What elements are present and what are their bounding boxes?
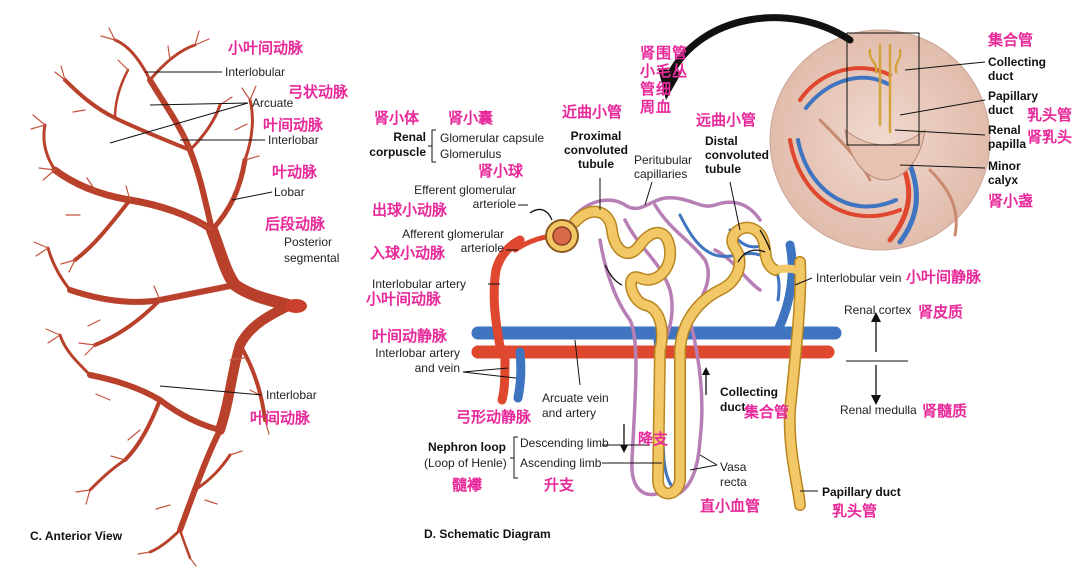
label-interlobular-artery: Interlobular artery xyxy=(372,277,466,291)
inset-zh-minor-calyx: 肾小盏 xyxy=(988,192,1033,210)
zh-renal-medulla: 肾髓质 xyxy=(922,402,967,420)
label-renal-medulla: Renal medulla xyxy=(840,403,917,417)
inset-circle xyxy=(769,29,991,251)
label-lobar: Lobar xyxy=(274,185,305,199)
zh-interlobar-bottom: 叶间动脉 xyxy=(250,409,311,427)
zh-arcuate: 弓状动脉 xyxy=(288,83,349,101)
zh-lobar: 叶动脉 xyxy=(272,163,318,181)
zh-papillary-duct: 乳头管 xyxy=(832,502,877,520)
label-glomerular-capsule: Glomerular capsule xyxy=(440,131,544,145)
interlobular-vein xyxy=(773,240,797,335)
zh-interlobar-top: 叶间动脉 xyxy=(263,116,324,134)
zh-interlobar-artery-vein: 叶间动静脉 xyxy=(372,327,448,345)
zh-interlobular-vein: 小叶间静脉 xyxy=(906,268,982,286)
interlobular-artery xyxy=(489,235,525,351)
label-descending-limb: Descending limb xyxy=(520,436,609,450)
zh-renal-cortex: 肾皮质 xyxy=(918,303,963,321)
flow-arrowheads xyxy=(620,312,881,453)
label-arcuate: Arcuate xyxy=(252,96,294,110)
panel-c-anterior-view: Interlobular Arcuate Interlobar Lobar Po… xyxy=(30,27,349,567)
inset-pointer-arrow xyxy=(666,14,854,79)
inset-collecting-ducts xyxy=(868,43,902,134)
inset-zh-collecting-duct: 集合管 xyxy=(987,31,1033,49)
label-glomerulus: Glomerulus xyxy=(440,147,501,161)
zh-interlobular: 小叶间动脉 xyxy=(228,39,304,57)
caption-panel-c: C. Anterior View xyxy=(30,529,123,543)
caption-panel-d: D. Schematic Diagram xyxy=(424,527,551,541)
zh-posterior-segmental: 后段动脉 xyxy=(265,215,326,233)
zh-descending-limb: 降支 xyxy=(638,430,669,448)
zh-renal-corpuscle: 肾小体 xyxy=(374,109,420,127)
inset-leader-lines xyxy=(894,61,986,169)
panel-c-leader-lines xyxy=(109,71,273,396)
label-renal-cortex: Renal cortex xyxy=(844,303,911,317)
label-ascending-limb: Ascending limb xyxy=(520,456,602,470)
zh-ascending-limb: 升支 xyxy=(544,476,575,494)
renal-artery-tree xyxy=(30,27,298,567)
zh-afferent-arteriole: 入球小动脉 xyxy=(370,244,446,262)
renal-artery-stump xyxy=(285,299,307,313)
zh-peritubular-capillaries: 肾小管周围毛细血管丛 xyxy=(640,44,687,116)
label-interlobar-top: Interlobar xyxy=(268,133,319,147)
zh-nephron-loop: 髓襻 xyxy=(452,476,482,494)
zh-interlobular-artery: 小叶间动脉 xyxy=(366,290,442,308)
inset-zh-renal-papilla: 肾乳头 xyxy=(1027,128,1072,146)
flow-arrows xyxy=(529,208,877,445)
label-interlobular-vein: Interlobular vein xyxy=(816,271,901,285)
interlobar-artery-vertical xyxy=(497,347,510,405)
zh-efferent-arteriole: 出球小动脉 xyxy=(372,201,448,219)
panel-d-leader-lines xyxy=(428,129,818,492)
zh-arcuate-vein-artery: 弓形动静脉 xyxy=(456,408,532,426)
glomerulus xyxy=(552,226,572,246)
label-interlobar-bottom: Interlobar xyxy=(266,388,317,402)
inset-pointer-arrowhead xyxy=(658,68,682,100)
zh-distal-tubule: 远曲小管 xyxy=(696,111,756,129)
interlobar-vein-vertical xyxy=(513,347,526,403)
zh-vasa-recta: 直小血管 xyxy=(700,497,760,515)
inset-zoom-box xyxy=(846,32,920,146)
zh-proximal-tubule: 近曲小管 xyxy=(562,103,622,121)
label-interlobular: Interlobular xyxy=(225,65,285,79)
label-loop-of-henle: (Loop of Henle) xyxy=(424,456,507,470)
zh-glomerulus: 肾小球 xyxy=(478,162,524,180)
inset-zh-papillary-duct: 乳头管 xyxy=(1027,106,1072,124)
zh-glomerular-capsule: 肾小囊 xyxy=(448,109,494,127)
label-papillary-duct: Papillary duct xyxy=(822,485,901,499)
nephron-tubule xyxy=(569,205,781,500)
label-nephron-loop: Nephron loop xyxy=(428,440,506,454)
collecting-duct xyxy=(771,256,807,511)
zh-collecting-duct: 集合管 xyxy=(743,403,789,421)
